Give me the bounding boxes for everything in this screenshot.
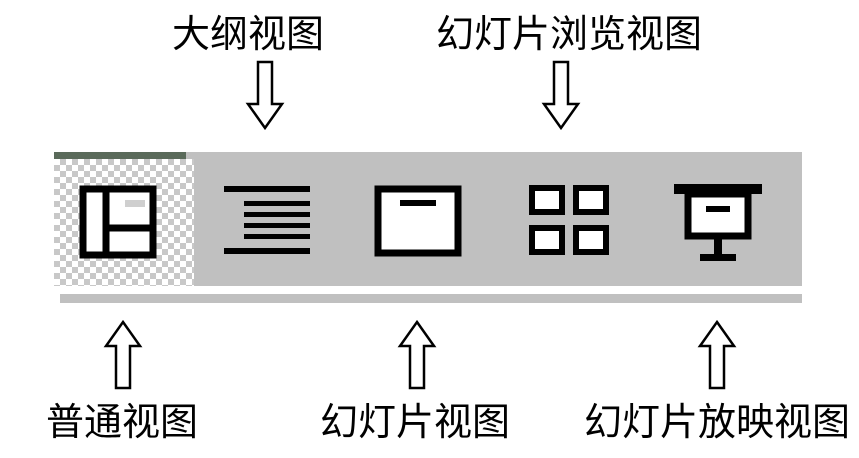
up-arrow-normal: [103, 319, 143, 390]
slide-sorter-view-icon: [529, 185, 609, 255]
slide-view-button[interactable]: [368, 172, 468, 272]
down-arrow-outline: [245, 60, 285, 131]
label-slide-view: 幻灯片视图: [320, 400, 511, 444]
label-outline-view: 大纲视图: [172, 12, 325, 56]
normal-view-icon: [79, 185, 157, 259]
outline-view-icon: [224, 186, 310, 254]
slide-sorter-view-button[interactable]: [518, 172, 618, 272]
label-normal-view: 普通视图: [46, 400, 199, 444]
active-indicator-line: [54, 152, 186, 159]
down-arrow-slide-sorter: [541, 60, 581, 131]
outline-view-button[interactable]: [216, 172, 316, 272]
slide-show-view-button[interactable]: [668, 172, 768, 272]
normal-view-button[interactable]: [68, 172, 168, 272]
slide-view-icon: [374, 185, 462, 257]
up-arrow-slide-show: [697, 319, 737, 390]
up-arrow-slide: [397, 319, 437, 390]
status-bar-strip: [60, 294, 802, 303]
slide-show-view-icon: [674, 184, 762, 261]
label-slide-show-view: 幻灯片放映视图: [584, 400, 851, 444]
label-slide-sorter-view: 幻灯片浏览视图: [436, 12, 703, 56]
